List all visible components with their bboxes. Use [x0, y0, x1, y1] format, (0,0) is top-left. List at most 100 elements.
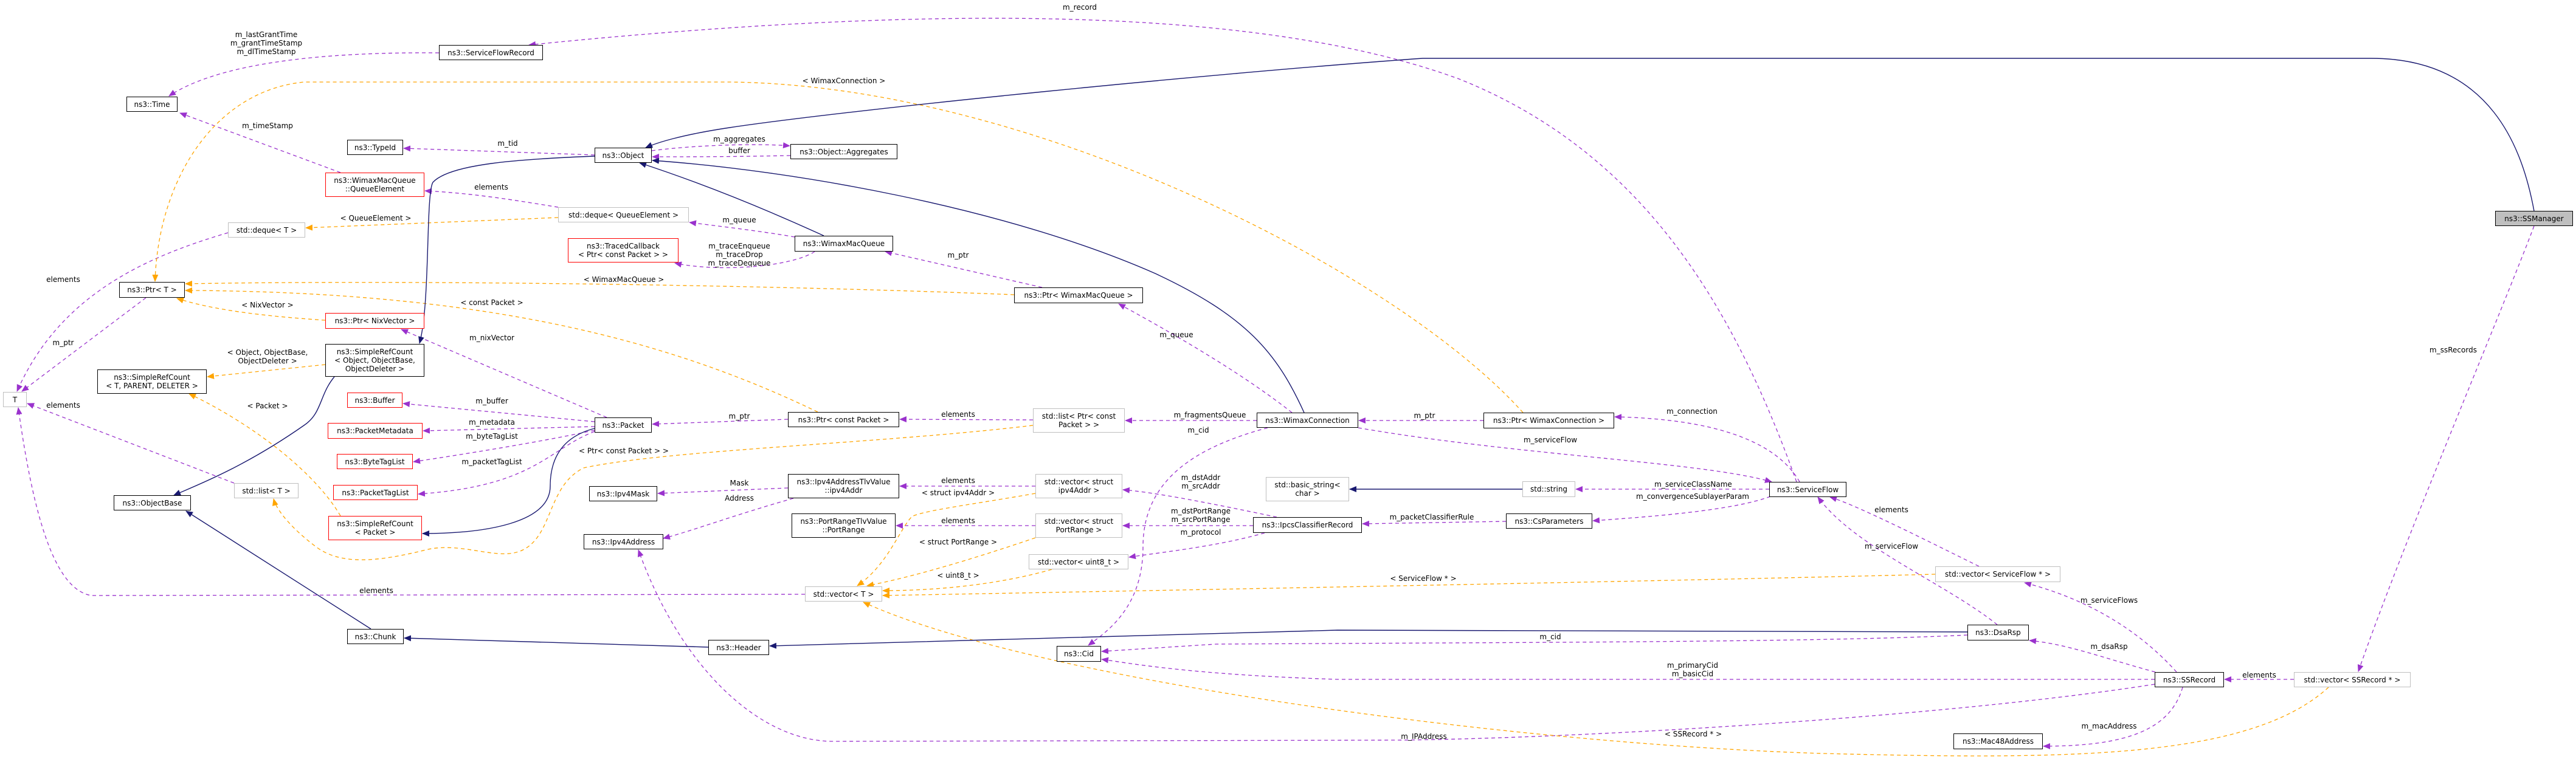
node-header[interactable]: ns3::Header [708, 640, 769, 655]
node-ptr-wimax-connection[interactable]: ns3::Ptr< WimaxConnection > [1483, 413, 1614, 428]
node-packet-metadata[interactable]: ns3::PacketMetadata [328, 423, 423, 439]
edge-tpl-ptr-constpacket [272, 425, 1034, 560]
edge-label: < ServiceFlow * > [1390, 574, 1457, 583]
node-byte-tag-list[interactable]: ns3::ByteTagList [337, 454, 413, 469]
node-queue-element[interactable]: ns3::WimaxMacQueue ::QueueElement [325, 173, 424, 197]
node-chunk[interactable]: ns3::Chunk [347, 629, 404, 644]
edge-label: m_tid [497, 139, 518, 148]
edge-m-queue [689, 220, 795, 238]
edge-tpl-nixvector [176, 297, 326, 321]
edge-label: elements [941, 410, 975, 419]
edge-label: < WimaxConnection > [802, 77, 886, 85]
node-wimax-mac-queue[interactable]: ns3::WimaxMacQueue [795, 236, 893, 252]
node-object-aggregates[interactable]: ns3::Object::Aggregates [790, 144, 897, 159]
edge-label: m_byteTagList [466, 432, 518, 441]
edge-vec-sf-elements [1829, 496, 1980, 567]
node-ptr-const-packet[interactable]: ns3::Ptr< const Packet > [788, 412, 899, 427]
edge-mask [657, 487, 789, 496]
edge-object-simplerefcount [418, 156, 595, 344]
node-std-string[interactable]: std::string [1522, 481, 1575, 497]
edge-wimaxmacqueue-object [639, 162, 824, 236]
edge-primarycid [1101, 657, 2155, 680]
node-traced-callback[interactable]: ns3::TracedCallback < Ptr< const Packet … [568, 238, 679, 263]
node-typeid[interactable]: ns3::TypeId [347, 140, 403, 155]
node-vector-uint8[interactable]: std::vector< uint8_t > [1029, 554, 1128, 569]
edge-m-aggregates [651, 142, 790, 151]
edge-deque-t-elements [16, 232, 229, 392]
edge-label: m_traceEnqueue m_traceDrop m_traceDequeu… [708, 242, 771, 267]
edge-tpl-portrange [866, 537, 1036, 588]
edge-label: < Ptr< const Packet > > [579, 447, 669, 455]
edge-tpl-queueelement [305, 217, 559, 231]
edge-list-t-elements [27, 403, 235, 484]
node-service-flow-record[interactable]: ns3::ServiceFlowRecord [439, 45, 543, 60]
edge-label: m_protocol [1180, 528, 1221, 537]
node-deque-queueelement[interactable]: std::deque< QueueElement > [558, 207, 689, 222]
edge-m-serviceflow-wc [1358, 427, 1772, 483]
edge-label: m_record [1062, 3, 1097, 12]
node-ipv4-address-tlv-value[interactable]: ns3::Ipv4AddressTlvValue ::ipv4Addr [788, 474, 899, 498]
edge-m-record [528, 18, 1797, 482]
edge-label: m_serviceFlow [1523, 436, 1578, 444]
node-packet[interactable]: ns3::Packet [595, 417, 652, 433]
node-ss-record[interactable]: ns3::SSRecord [2155, 672, 2224, 687]
edge-label: m_ptr [52, 338, 74, 347]
edge-label: m_aggregates [713, 135, 765, 143]
edge-vec-t-elements [16, 407, 806, 596]
edge-label: m_lastGrantTime m_grantTimeStamp m_dlTim… [230, 30, 303, 56]
node-ptr-wimax-mac-queue[interactable]: ns3::Ptr< WimaxMacQueue > [1014, 287, 1143, 303]
edge-label: < SSRecord * > [1664, 730, 1722, 738]
node-vector-serviceflow[interactable]: std::vector< ServiceFlow * > [1935, 566, 2060, 582]
edge-m-ptr-wmq [885, 250, 1043, 288]
node-vector-ssrecord[interactable]: std::vector< SSRecord * > [2294, 672, 2411, 687]
node-object[interactable]: ns3::Object [595, 148, 652, 163]
node-list-ptr-const-packet[interactable]: std::list< Ptr< const Packet > > [1033, 408, 1125, 433]
edge-label: < Packet > [247, 402, 288, 410]
edge-label: m_ptr [728, 412, 750, 420]
node-cid[interactable]: ns3::Cid [1057, 646, 1101, 662]
node-list-t[interactable]: std::list< T > [234, 483, 299, 498]
node-vector-t[interactable]: std::vector< T > [805, 586, 882, 602]
node-ss-manager[interactable]: ns3::SSManager [2495, 211, 2573, 226]
edge-m-metadata [423, 426, 595, 434]
edge-m-queue-wc [1118, 303, 1293, 413]
node-service-flow[interactable]: ns3::ServiceFlow [1769, 482, 1846, 497]
node-ptr-nixvector[interactable]: ns3::Ptr< NixVector > [325, 313, 424, 329]
edge-label: elements [941, 476, 975, 485]
edge-tpl-ssrecord [863, 602, 2329, 757]
node-cs-parameters[interactable]: ns3::CsParameters [1506, 513, 1592, 529]
node-t[interactable]: T [3, 392, 27, 407]
node-port-range-tlv-value[interactable]: ns3::PortRangeTlvValue ::PortRange [792, 513, 896, 538]
node-object-base[interactable]: ns3::ObjectBase [114, 495, 191, 510]
edge-label: m_ptr [947, 251, 969, 259]
node-simplerefcount-object[interactable]: ns3::SimpleRefCount < Object, ObjectBase… [325, 344, 424, 377]
node-mac48-address[interactable]: ns3::Mac48Address [1953, 733, 2043, 749]
edge-m-convergence [1592, 496, 1771, 524]
node-dsa-rsp[interactable]: ns3::DsaRsp [1967, 625, 2029, 640]
edge-m-ptr-t [21, 297, 147, 392]
node-deque-t[interactable]: std::deque< T > [228, 222, 305, 238]
node-ptr-t[interactable]: ns3::Ptr< T > [119, 282, 185, 298]
node-wimax-connection[interactable]: ns3::WimaxConnection [1257, 413, 1358, 428]
template-edges [152, 81, 2329, 757]
node-vector-ipv4addr[interactable]: std::vector< struct ipv4Addr > [1035, 474, 1122, 498]
edge-ssmanager-object [645, 58, 2535, 211]
edge-wimaxconnection-object [652, 157, 1305, 413]
node-buffer[interactable]: ns3::Buffer [347, 393, 402, 408]
edge-tpl-object [207, 364, 326, 379]
edge-m-serviceflow-dsa [1817, 496, 1998, 625]
edge-label: elements [46, 401, 80, 410]
node-time[interactable]: ns3::Time [126, 97, 178, 112]
node-simplerefcount-template[interactable]: ns3::SimpleRefCount < T, PARENT, DELETER… [97, 369, 207, 394]
node-vector-portrange[interactable]: std::vector< struct PortRange > [1035, 513, 1122, 538]
node-packet-tag-list[interactable]: ns3::PacketTagList [333, 485, 418, 500]
edge-label: m_packetTagList [461, 458, 522, 466]
edge-chunk-objectbase [185, 510, 371, 630]
node-simplerefcount-packet[interactable]: ns3::SimpleRefCount < Packet > [328, 516, 422, 540]
edge-label: m_primaryCid m_basicCid [1667, 661, 1718, 678]
node-ipcs-classifier-record[interactable]: ns3::IpcsClassifierRecord [1253, 517, 1362, 533]
node-basic-string[interactable]: std::basic_string< char > [1266, 477, 1349, 501]
node-ipv4-mask[interactable]: ns3::Ipv4Mask [589, 486, 657, 501]
node-ipv4-address[interactable]: ns3::Ipv4Address [584, 534, 663, 549]
